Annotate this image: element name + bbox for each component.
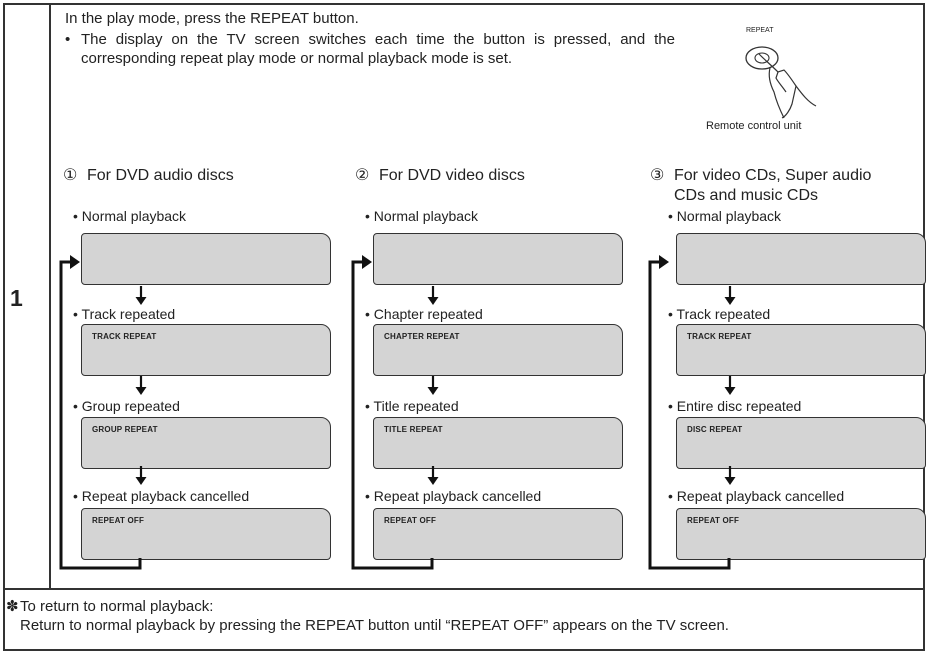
osd-text: REPEAT OFF <box>687 516 740 525</box>
mode-label: • Track repeated <box>668 306 771 322</box>
tv-screen: REPEAT OFF <box>81 508 331 560</box>
loop-back-arrow <box>59 255 142 570</box>
mode-label: • Normal playback <box>668 208 782 224</box>
column-title-dvd-video: ② For DVD video discs <box>355 166 525 186</box>
intro-line: In the play mode, press the REPEAT butto… <box>65 10 359 27</box>
remote-caption: Remote control unit <box>706 120 802 132</box>
down-arrow-icon <box>135 286 147 305</box>
osd-text: REPEAT OFF <box>384 516 437 525</box>
osd-text: TITLE REPEAT <box>384 425 443 434</box>
tv-screen: TRACK REPEAT <box>81 324 331 376</box>
column-title-text: For video CDs, Super audio <box>674 167 872 184</box>
osd-text: DISC REPEAT <box>687 425 743 434</box>
column-title-cds: ③ For video CDs, Super audio CDs and musi… <box>650 166 871 206</box>
tv-screen <box>373 233 623 285</box>
tv-screen: CHAPTER REPEAT <box>373 324 623 376</box>
note-divider <box>3 588 925 590</box>
note-heading: To return to normal playback: <box>20 598 214 615</box>
mode-label: • Repeat playback cancelled <box>668 488 845 504</box>
down-arrow-icon <box>135 376 147 395</box>
down-arrow-icon <box>724 466 736 485</box>
column-number: ① <box>63 167 78 184</box>
remote-hand-illustration <box>745 46 817 119</box>
tv-screen: GROUP REPEAT <box>81 417 331 469</box>
down-arrow-icon <box>427 466 439 485</box>
mode-label: • Chapter repeated <box>365 306 483 322</box>
mode-label: • Repeat playback cancelled <box>365 488 542 504</box>
column-title-text-line2: CDs and music CDs <box>674 187 819 204</box>
down-arrow-icon <box>427 376 439 395</box>
down-arrow-icon <box>724 376 736 395</box>
tv-screen <box>676 233 926 285</box>
intro-bullet-text: The display on the TV screen switches ea… <box>81 31 675 67</box>
column-number: ② <box>355 167 370 184</box>
step-column-divider <box>49 3 51 588</box>
step-number: 1 <box>10 285 23 311</box>
tv-screen: TITLE REPEAT <box>373 417 623 469</box>
down-arrow-icon <box>135 466 147 485</box>
tv-screen <box>81 233 331 285</box>
column-number: ③ <box>650 167 665 184</box>
intro-text: In the play mode, press the REPEAT butto… <box>65 9 675 68</box>
loop-back-arrow <box>648 255 731 570</box>
column-title-text: For DVD audio discs <box>87 167 234 184</box>
mode-label: • Group repeated <box>73 398 180 414</box>
tv-screen: DISC REPEAT <box>676 417 926 469</box>
osd-text: GROUP REPEAT <box>92 425 158 434</box>
intro-bullet: • The display on the TV screen switches … <box>65 30 675 68</box>
note-body: Return to normal playback by pressing th… <box>20 617 729 634</box>
mode-label: • Track repeated <box>73 306 176 322</box>
bullet-dot: • <box>65 31 71 48</box>
remote-button-label: REPEAT <box>746 27 774 34</box>
osd-text: REPEAT OFF <box>92 516 145 525</box>
asterisk-icon: ✽ <box>6 598 19 615</box>
tv-screen: REPEAT OFF <box>676 508 926 560</box>
osd-text: CHAPTER REPEAT <box>384 332 460 341</box>
mode-label: • Normal playback <box>365 208 479 224</box>
down-arrow-icon <box>427 286 439 305</box>
tv-screen: REPEAT OFF <box>373 508 623 560</box>
osd-text: TRACK REPEAT <box>687 332 752 341</box>
column-title-dvd-audio: ① For DVD audio discs <box>63 166 234 186</box>
down-arrow-icon <box>724 286 736 305</box>
loop-back-arrow <box>351 255 434 570</box>
mode-label: • Title repeated <box>365 398 459 414</box>
tv-screen: TRACK REPEAT <box>676 324 926 376</box>
return-note: ✽To return to normal playback: Return to… <box>6 597 729 635</box>
column-title-text: For DVD video discs <box>379 167 525 184</box>
mode-label: • Normal playback <box>73 208 187 224</box>
mode-label: • Entire disc repeated <box>668 398 802 414</box>
osd-text: TRACK REPEAT <box>92 332 157 341</box>
mode-label: • Repeat playback cancelled <box>73 488 250 504</box>
